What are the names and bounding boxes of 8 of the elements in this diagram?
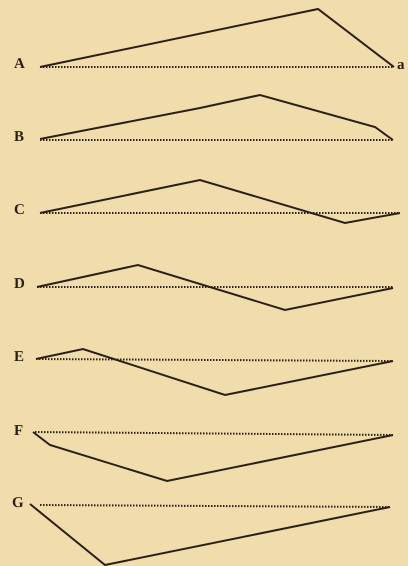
row-letter: E bbox=[14, 350, 24, 365]
row-letter: F bbox=[14, 424, 24, 439]
row-letter: G bbox=[12, 496, 24, 511]
row-letter: A bbox=[14, 57, 25, 72]
row-letter: a bbox=[397, 58, 404, 73]
row-letter: C bbox=[14, 203, 25, 218]
row-letter: D bbox=[14, 277, 25, 292]
row-letter: B bbox=[14, 130, 24, 145]
